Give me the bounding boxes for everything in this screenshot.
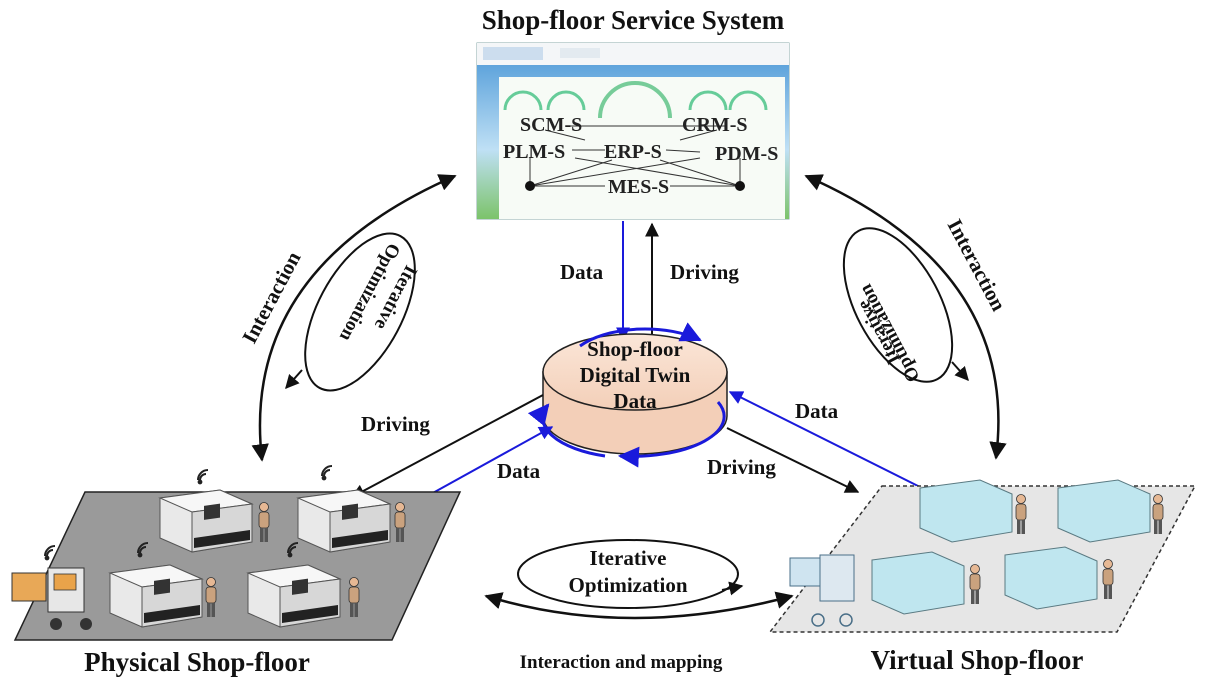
left-data-label: Data xyxy=(497,459,541,483)
top-data-label: Data xyxy=(560,260,604,284)
module-plm: PLM-S xyxy=(503,141,565,163)
module-scm: SCM-S xyxy=(520,114,582,136)
left-data-arrow xyxy=(421,426,554,500)
bottom-optimization-label: Optimization xyxy=(569,573,688,597)
right-interaction-label: Interaction xyxy=(943,215,1011,315)
center-label-line1: Shop-floor xyxy=(587,337,683,361)
module-erp: ERP-S xyxy=(604,141,662,163)
right-driving-label: Driving xyxy=(707,455,776,479)
service-system-title: Shop-floor Service System xyxy=(482,5,785,35)
center-label-line3: Data xyxy=(613,389,657,413)
service-module-graph xyxy=(529,125,741,187)
bottom-iterative-label: Iterative xyxy=(590,546,667,570)
virtual-shop-floor-title: Virtual Shop-floor xyxy=(871,645,1084,675)
left-interaction-arrow xyxy=(251,174,457,462)
digital-twin-data-cylinder xyxy=(542,333,728,455)
cylinder-loop-arrow-right xyxy=(617,401,726,468)
module-pdm: PDM-S xyxy=(715,143,778,165)
left-interaction-label: Interaction xyxy=(237,247,305,347)
module-mes: MES-S xyxy=(608,176,669,198)
right-data-label: Data xyxy=(795,399,839,423)
left-driving-label: Driving xyxy=(361,412,430,436)
service-system-screen xyxy=(476,42,790,220)
bottom-interaction-arrow xyxy=(484,591,794,620)
center-label-line2: Digital Twin xyxy=(580,363,691,387)
module-crm: CRM-S xyxy=(682,114,748,136)
cylinder-loop-arrow-top xyxy=(579,322,702,348)
bottom-iterative-loop xyxy=(517,539,744,609)
physical-shop-floor-title: Physical Shop-floor xyxy=(84,647,310,677)
physical-shop-floor xyxy=(11,465,462,641)
virtual-shop-floor xyxy=(768,479,1197,633)
node-dot-left xyxy=(525,181,535,191)
node-dot-right xyxy=(735,181,745,191)
right-driving-arrow xyxy=(726,427,860,493)
bottom-caption: Interaction and mapping xyxy=(520,652,723,673)
left-iterative-loop xyxy=(285,232,416,392)
right-iterative-loop xyxy=(842,227,969,383)
right-interaction-arrow xyxy=(804,174,1007,460)
top-driving-label: Driving xyxy=(670,260,739,284)
